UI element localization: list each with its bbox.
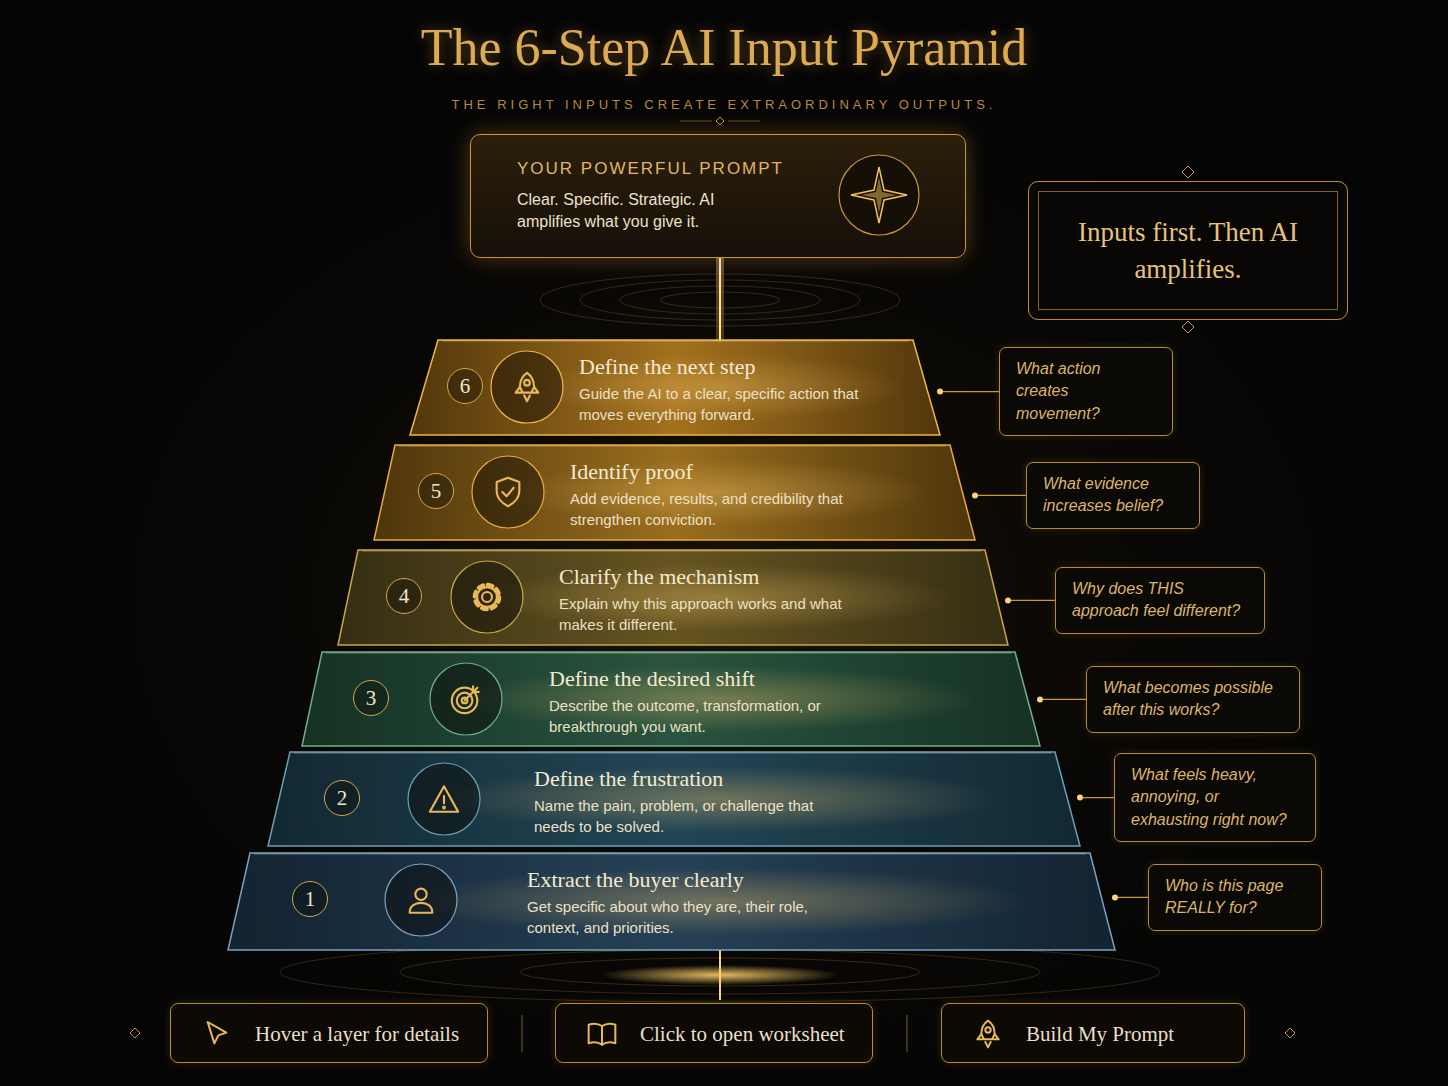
layer-title: Define the desired shift: [549, 666, 755, 692]
step-number: 1: [292, 881, 328, 917]
quote-text: Inputs first. Then AI amplifies.: [1078, 214, 1298, 287]
button-icon: [586, 1018, 618, 1050]
layer-title: Define the next step: [579, 354, 756, 380]
callout-text: What becomes possible after this works?: [1103, 677, 1283, 722]
button-icon: [201, 1018, 233, 1050]
question-callout: What action creates movement?: [999, 347, 1173, 436]
layer-icon: [404, 883, 438, 917]
callout-text: What action creates movement?: [1016, 358, 1156, 425]
step-number-text: 2: [337, 786, 348, 811]
quote-box: Inputs first. Then AI amplifies.: [1028, 181, 1348, 320]
step-number-text: 6: [460, 374, 471, 399]
pyramid-layer: Define the frustrationName the pain, pro…: [268, 752, 1080, 846]
layer-title: Clarify the mechanism: [559, 564, 759, 590]
pyramid-layer: Define the next stepGuide the AI to a cl…: [410, 340, 940, 435]
layer-body: Explain why this approach works and what…: [559, 594, 859, 635]
step-number-text: 1: [305, 887, 316, 912]
layer-icon: [427, 782, 461, 816]
pyramid-layer: Define the desired shiftDescribe the out…: [302, 652, 1040, 746]
step-number-text: 4: [399, 584, 410, 609]
layer-title: Extract the buyer clearly: [527, 867, 744, 893]
button-text: Click to open worksheet: [640, 1022, 845, 1047]
step-number: 5: [418, 473, 454, 509]
layer-body: Add evidence, results, and credibility t…: [570, 489, 870, 530]
leader-line: [1077, 795, 1114, 801]
button-icon: [972, 1018, 1004, 1050]
callout-text: What feels heavy, annoying, or exhaustin…: [1131, 764, 1299, 831]
layer-title: Define the frustration: [534, 766, 723, 792]
step-number: 3: [353, 680, 389, 716]
action-button: Build My Prompt: [941, 1003, 1245, 1063]
callout-text: What evidence increases belief?: [1043, 473, 1183, 518]
prompt-body: Clear. Specific. Strategic. AI amplifies…: [517, 189, 739, 234]
pyramid-layer: Clarify the mechanismExplain why this ap…: [338, 550, 1008, 645]
subtitle-label: THE RIGHT INPUTS CREATE EXTRAORDINARY OU…: [0, 97, 1448, 112]
step-number: 4: [386, 578, 422, 614]
leader-line: [1037, 696, 1086, 702]
button-text: Hover a layer for details: [255, 1022, 459, 1047]
question-callout: What feels heavy, annoying, or exhaustin…: [1114, 753, 1316, 842]
leader-line: [937, 389, 999, 395]
action-button: Click to open worksheet: [555, 1003, 873, 1063]
layer-icon: [470, 580, 504, 614]
leader-line: [1112, 894, 1148, 900]
pyramid-layer: Extract the buyer clearlyGet specific ab…: [228, 853, 1115, 950]
action-button: Hover a layer for details: [170, 1003, 488, 1063]
pyramid-layer: Identify proofAdd evidence, results, and…: [374, 445, 975, 540]
step-number-text: 3: [366, 686, 377, 711]
question-callout: What evidence increases belief?: [1026, 462, 1200, 529]
layer-body: Get specific about who they are, their r…: [527, 897, 827, 938]
step-number: 6: [447, 368, 483, 404]
leader-line: [1005, 597, 1055, 603]
question-callout: Who is this page REALLY for?: [1148, 864, 1322, 931]
leader-line: [972, 492, 1026, 498]
prompt-heading: YOUR POWERFUL PROMPT: [517, 159, 784, 179]
callout-text: Who is this page REALLY for?: [1165, 875, 1305, 920]
layer-icon: [449, 682, 483, 716]
layer-title: Identify proof: [570, 459, 693, 485]
layer-body: Guide the AI to a clear, specific action…: [579, 384, 879, 425]
button-text: Build My Prompt: [1026, 1022, 1174, 1047]
question-callout: Why does THIS approach feel different?: [1055, 567, 1265, 634]
layer-body: Name the pain, problem, or challenge tha…: [534, 796, 834, 837]
layer-icon: [510, 370, 544, 404]
prompt-box: YOUR POWERFUL PROMPT Clear. Specific. Str…: [470, 134, 966, 258]
question-callout: What becomes possible after this works?: [1086, 666, 1300, 733]
layer-body: Describe the outcome, transformation, or…: [549, 696, 849, 737]
step-number: 2: [324, 780, 360, 816]
step-number-text: 5: [431, 479, 442, 504]
diagram-title: The 6-Step AI Input Pyramid: [0, 18, 1448, 77]
layer-icon: [491, 475, 525, 509]
callout-text: Why does THIS approach feel different?: [1072, 578, 1248, 623]
